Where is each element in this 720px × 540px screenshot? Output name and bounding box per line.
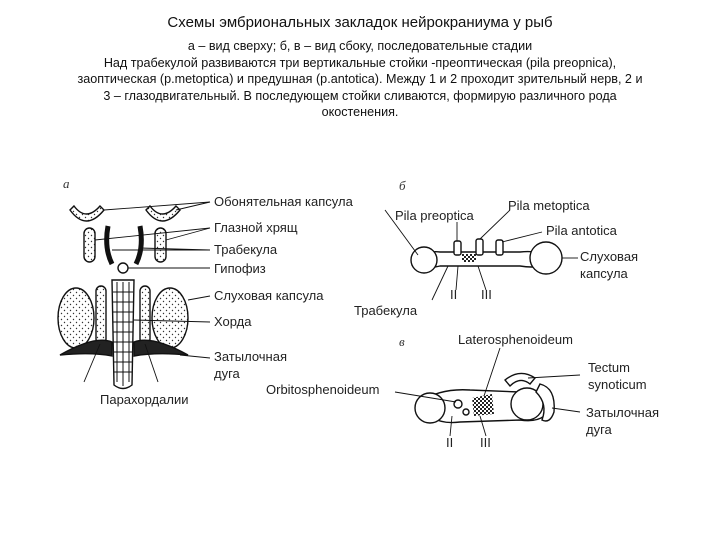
panel-c-leaders [394,347,581,437]
nerve-iii-b: III [481,287,492,302]
label-eye-cartilage: Глазной хрящ [214,220,298,235]
label-tectum-2: synoticum [588,377,647,392]
nerve-ii-c: II [446,435,453,450]
occipital-arch [59,339,189,357]
nerve-ii-b: II [450,287,457,302]
label-orbitosphenoideum: Orbitosphenoideum [266,382,379,397]
label-parachordals: Парахордалии [100,392,188,407]
pila-metoptica [475,238,484,256]
orbitosphenoid-ring [453,399,463,409]
checker-region [472,394,494,416]
panel-b-leaders [384,209,578,301]
panel-b-letter: б [399,178,406,193]
label-laterosphenoideum: Laterosphenoideum [458,332,573,347]
label-trabecula: Трабекула [214,242,278,257]
label-pila-metoptica: Pila metoptica [508,198,590,213]
auditory-capsule [529,241,563,275]
label-occipital-c-2: дуга [586,422,613,437]
tectum-synoticum [504,372,537,388]
caption: а – вид сверху; б, в – вид сбоку, послед… [40,38,680,121]
nerve-dots [462,254,476,262]
panel-c-letter: в [399,334,405,349]
label-tectum-1: Tectum [588,360,630,375]
caption-line: окостенения. [321,105,399,119]
auditory-capsule-right [151,287,189,349]
orbitosphenoid-ring-2 [462,408,470,416]
label-occipital-arch-2: дуга [214,366,241,381]
caption-line: а – вид сверху; б, в – вид сбоку, послед… [187,39,533,53]
label-trabecula-b: Трабекула [354,303,418,318]
label-occipital-c-1: Затылочная [586,405,659,420]
parachordal-left [95,285,107,345]
label-pila-preoptica: Pila preoptica [395,208,475,223]
label-notochord: Хорда [214,314,252,329]
label-occipital-arch-1: Затылочная [214,349,287,364]
label-auditory-1: Слуховая [580,249,638,264]
label-pila-antotica: Pila antotica [546,223,618,238]
hypophysis [117,262,129,274]
caption-line: заоптическая (p.metoptica) и предушная (… [77,72,643,86]
label-auditory-2: капсула [580,266,629,281]
panel-b: б Pila metoptica Pila preoptica Pila ant… [354,178,638,318]
eye-circle [410,246,438,274]
occipital-arch-c [535,383,555,422]
label-olfactory-capsule: Обонятельная капсула [214,194,354,209]
panel-a-leaders [83,201,211,383]
notochord-rings [113,282,133,386]
panel-c: в Laterosphenoideum Tectum synoticum Orb… [266,332,659,450]
eye-cartilage-right [154,227,167,263]
trabecula-right [133,225,144,266]
olfactory-capsule-right [145,204,181,222]
caption-line: Над трабекулой развиваются три вертикаль… [103,55,617,70]
eye-circle-c [414,392,446,424]
label-hypophysis: Гипофиз [214,261,266,276]
trabecula-left [104,225,115,266]
auditory-capsule-left [57,287,95,349]
eye-cartilage-left [83,227,96,263]
label-auditory-capsule: Слуховая капсула [214,288,324,303]
pila-antotica [495,239,504,256]
parachordal-right [139,285,151,345]
caption-line: 3 – глазодвигательный. В последующем сто… [103,88,617,103]
pila-preoptica [453,240,462,256]
page-title: Схемы эмбриональных закладок нейрокраниу… [167,14,553,31]
olfactory-capsule-left [69,204,105,222]
nerve-iii-c: III [480,435,491,450]
panel-a: а [57,176,354,407]
panel-a-letter: а [63,176,70,191]
